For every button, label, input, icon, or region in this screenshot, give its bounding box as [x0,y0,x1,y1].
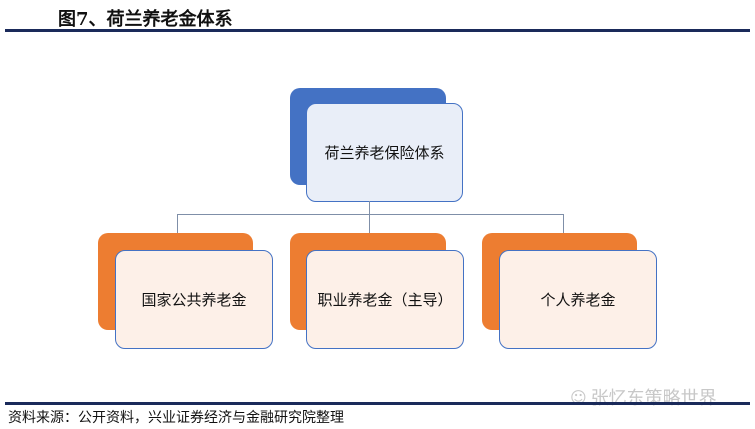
root-node: 荷兰养老保险体系 [306,103,463,202]
source-note: 资料来源：公开资料，兴业证券经济与金融研究院整理 [8,410,344,426]
child-node-personal-pension: 个人养老金 [499,250,657,349]
child-label: 国家公共养老金 [141,291,247,309]
connector [369,214,370,233]
connector [177,214,564,215]
figure-title: 图7、荷兰养老金体系 [58,9,233,30]
top-rule [5,29,750,32]
watermark-text: 张忆东策略世界 [590,388,717,409]
bottom-rule [5,402,750,405]
connector [177,214,178,233]
root-node-label: 荷兰养老保险体系 [324,144,445,162]
child-node-state-pension: 国家公共养老金 [115,250,273,349]
connector [563,214,564,233]
watermark: ☺张忆东策略世界 [570,384,717,410]
connector [369,201,370,215]
child-label: 个人养老金 [540,291,616,309]
child-node-occupational-pension: 职业养老金（主导） [306,250,464,349]
wechat-icon: ☺ [570,387,587,407]
child-label: 职业养老金（主导） [317,291,453,309]
